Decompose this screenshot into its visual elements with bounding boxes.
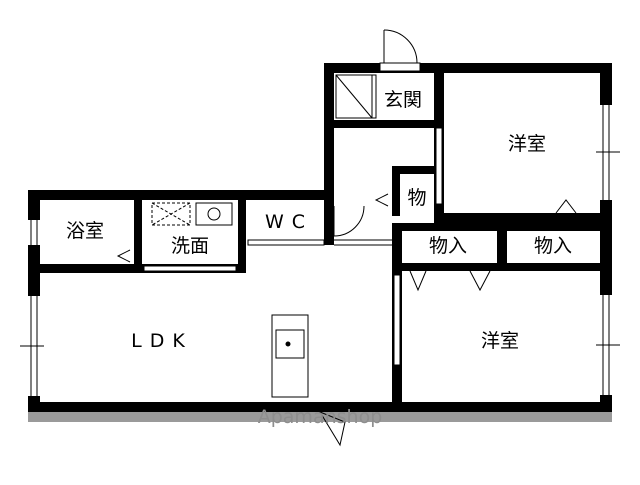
room-label-bath: 浴室 — [66, 220, 104, 242]
exterior-shadow — [28, 410, 612, 422]
room-label-western-room-south: 洋室 — [481, 330, 519, 352]
room-label-wc: WC — [265, 211, 313, 233]
room-label-ldk: LDK — [131, 330, 193, 352]
room-label-washroom: 洗面 — [171, 235, 209, 257]
entrance-steps — [335, 74, 377, 119]
kitchen-counter — [271, 314, 309, 398]
washroom-fixtures — [151, 202, 233, 226]
room-label-entrance: 玄関 — [384, 89, 422, 111]
watermark-text: Apamanshop — [258, 406, 383, 428]
exterior-walls — [28, 63, 612, 412]
interior-walls — [28, 63, 612, 403]
doors — [116, 29, 577, 447]
room-label-storage-hall: 物 — [407, 187, 426, 209]
room-label-western-room-north: 洋室 — [508, 133, 546, 155]
room-label-closet-right: 物入 — [534, 235, 572, 257]
windows — [20, 105, 620, 396]
room-label-closet-left: 物入 — [429, 235, 467, 257]
